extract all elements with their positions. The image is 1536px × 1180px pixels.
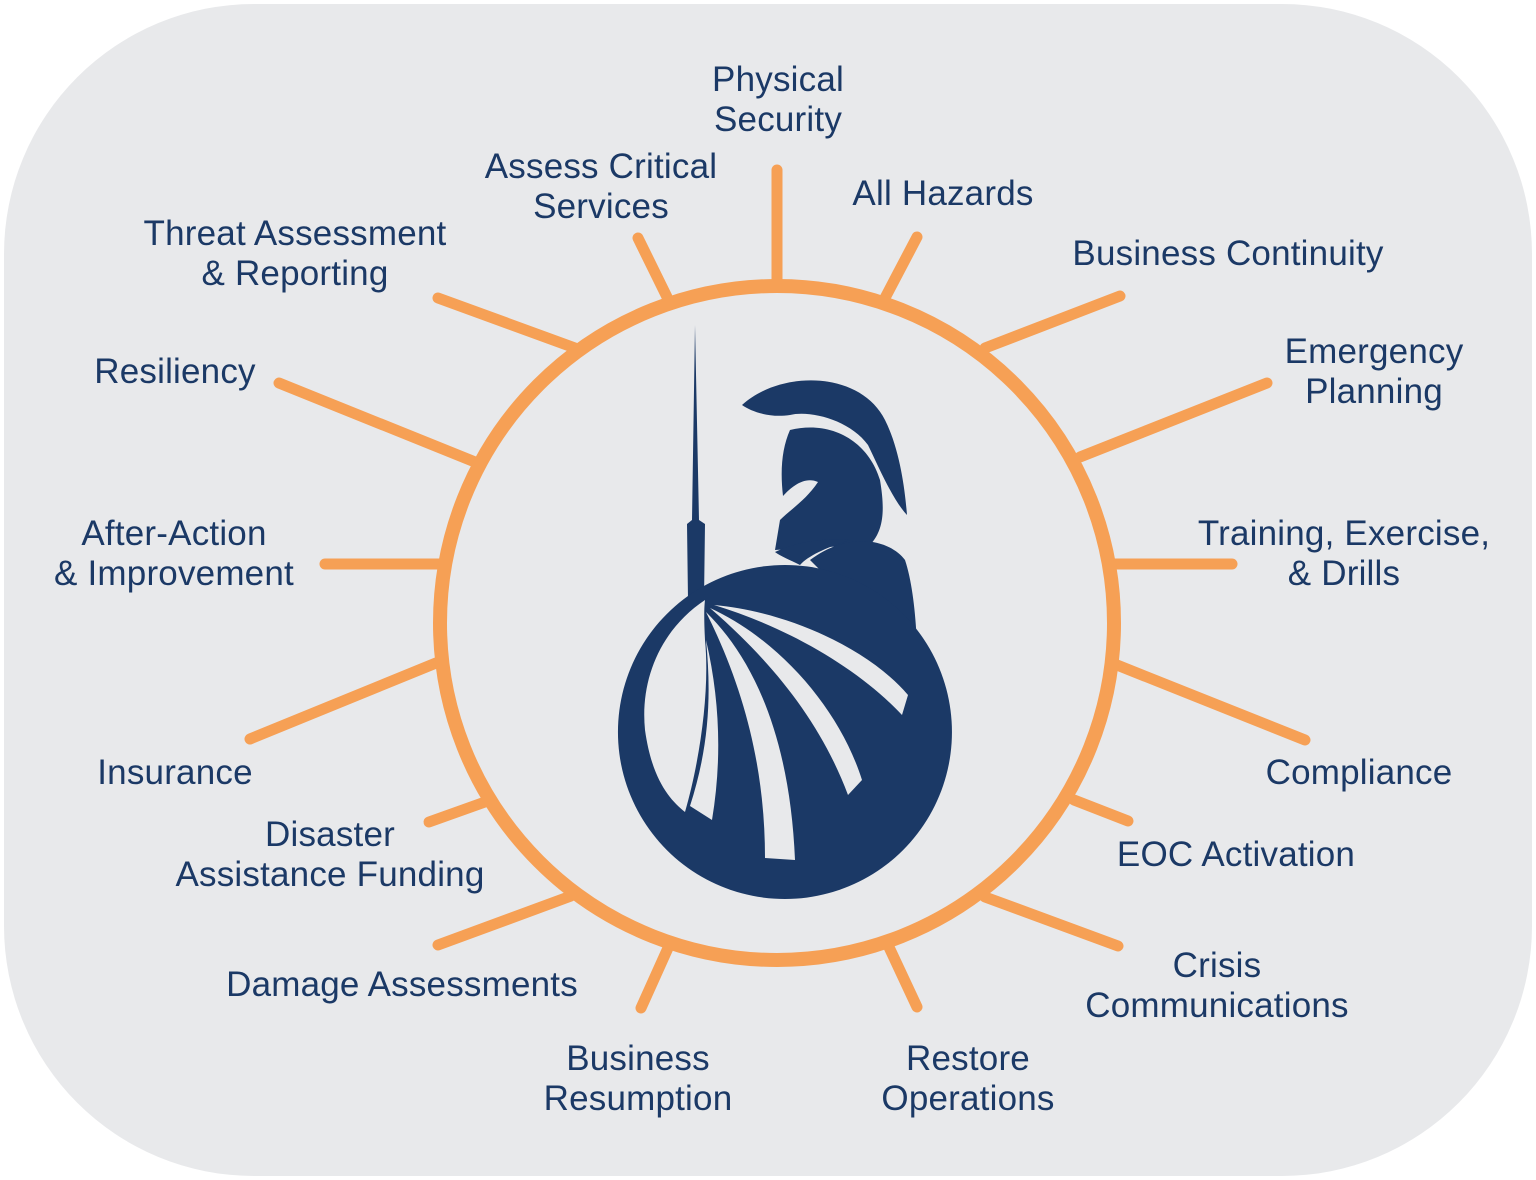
shield-highlight-1 [706,612,795,860]
spoke-insurance [244,657,442,745]
topic-assess-critical-services: Assess Critical Services [484,147,718,226]
topic-threat-assessment-reporting: Threat Assessment & Reporting [143,214,447,293]
topic-after-action-improvement: After-Action & Improvement [54,514,294,593]
topic-resiliency: Resiliency [94,352,256,391]
topic-crisis-communications: Crisis Communications [1085,946,1349,1025]
topic-restore-operations: Restore Operations [881,1039,1055,1118]
spoke-compliance [1111,659,1311,746]
topic-all-hazards: All Hazards [852,174,1034,213]
spoke-threat-assessment-reporting [432,292,581,354]
spoke-restore-operations [882,939,923,1013]
topic-training-exercise-drills: Training, Exercise, & Drills [1197,514,1491,593]
spokes [244,164,1311,1014]
shield [617,565,952,900]
topic-compliance: Compliance [1265,753,1453,792]
topic-business-continuity: Business Continuity [1072,234,1384,273]
topic-physical-security: Physical Security [712,60,844,139]
helmet [775,427,883,550]
spoke-damage-assessments [432,890,577,951]
spoke-business-resumption [635,942,674,1014]
spoke-eoc-activation [1068,794,1134,827]
spear [687,325,705,600]
spoke-emergency-planning [1074,377,1273,463]
spartan-warrior-icon [617,325,952,900]
shield-highlight-2 [710,608,862,795]
shield-highlight-4 [690,640,719,820]
spoke-crisis-communications [979,891,1124,952]
spoke-business-continuity [979,290,1126,354]
topic-insurance: Insurance [97,753,253,792]
topic-damage-assessments: Damage Assessments [226,965,578,1004]
shield-highlights [690,605,908,860]
topic-emergency-planning: Emergency Planning [1284,332,1464,411]
topic-eoc-activation: EOC Activation [1116,835,1356,874]
helmet-crest [742,380,907,515]
spoke-disaster-assistance-funding [423,796,491,828]
central-ring [433,279,1121,967]
shoulder-upper [775,539,850,565]
spoke-all-hazards [879,231,923,304]
topic-disaster-assistance-funding: Disaster Assistance Funding [175,815,485,894]
spoke-resiliency [273,377,481,468]
spoke-assess-critical-services [632,232,673,303]
topic-business-resumption: Business Resumption [543,1039,733,1118]
